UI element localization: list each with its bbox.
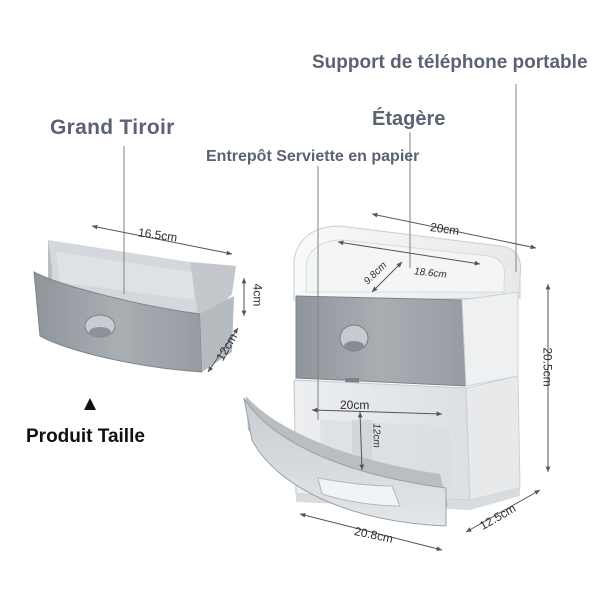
pointer-triangle-icon (84, 398, 96, 410)
shelf-label: Étagère (372, 108, 446, 130)
phone-holder-label: Support de téléphone portable (312, 52, 588, 73)
paper-towel-storage-label: Entrepôt Serviette en papier (206, 148, 420, 165)
inner-height-dimension: 12cm (370, 423, 382, 448)
total-height-dimension: 20.5cm (540, 347, 555, 387)
large-drawer-label: Grand Tiroir (50, 116, 175, 139)
large-drawer-illustration (33, 240, 236, 373)
drawer-height-dimension: 4cm (250, 283, 265, 307)
dimension-arrows (91, 212, 551, 551)
front-flap-illustration (243, 396, 448, 527)
inner-width-dimension: 20cm (340, 398, 370, 412)
product-size-caption: Produit Taille (26, 426, 145, 447)
